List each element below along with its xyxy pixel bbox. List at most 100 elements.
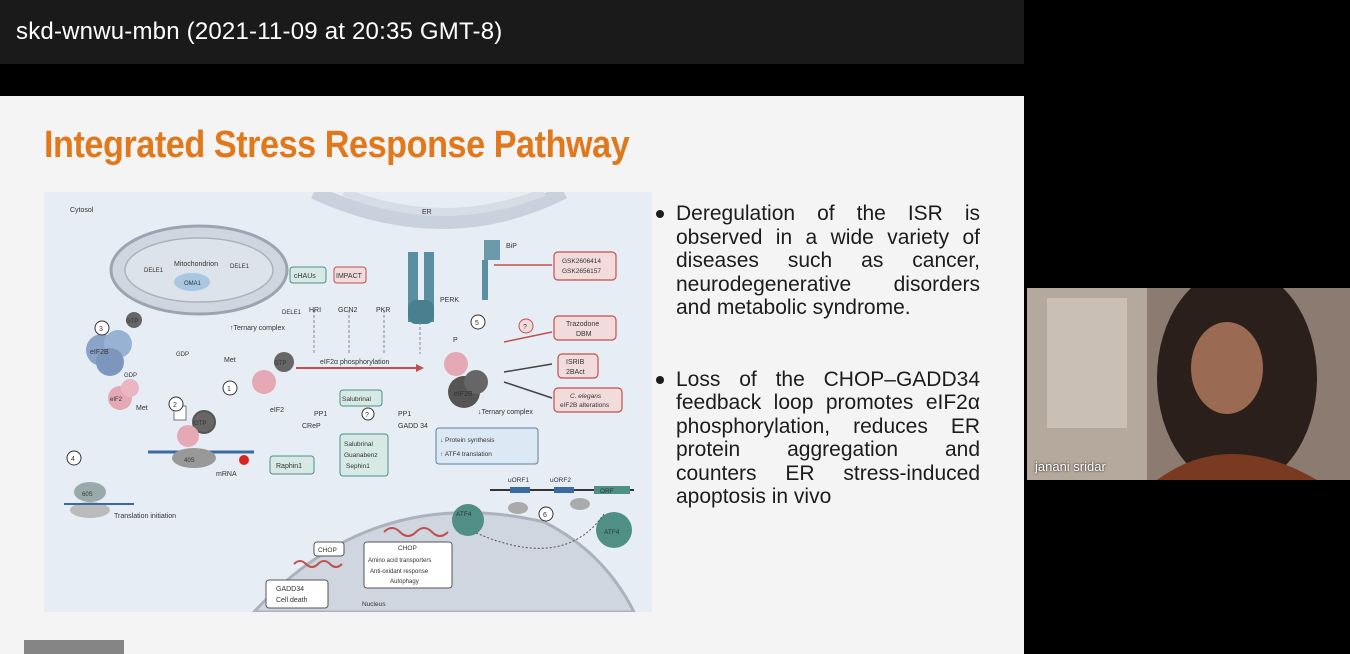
label-crep: CReP bbox=[302, 423, 321, 430]
label-gsk2: GSK2656157 bbox=[562, 268, 601, 275]
label-orf: ORF bbox=[600, 488, 614, 495]
celegans-box bbox=[553, 387, 623, 413]
label-eif2-mid: eIF2 bbox=[270, 407, 284, 414]
shared-slide: Integrated Stress Response Pathway bbox=[0, 96, 1024, 654]
label-ternary-down: ↓Ternary complex bbox=[478, 409, 533, 416]
gtp-top bbox=[126, 312, 142, 328]
label-isrib: ISRIB bbox=[566, 359, 585, 366]
slide-footer-bar bbox=[24, 640, 124, 654]
label-gdp-2: GDP bbox=[176, 352, 189, 358]
label-pp1-b: PP1 bbox=[398, 411, 411, 418]
label-gcn2: GCN2 bbox=[338, 307, 358, 314]
label-transl-init: Translation initiation bbox=[114, 513, 176, 520]
label-met-2: Met bbox=[136, 405, 148, 412]
label-cytosol: Cytosol bbox=[70, 207, 94, 214]
label-gadd34: GADD34 bbox=[276, 586, 304, 593]
bullet-item: Deregulation of the ISR is observed in a… bbox=[656, 202, 980, 320]
label-atf4-b: ATF4 bbox=[604, 529, 620, 536]
label-chaus: cHAUs bbox=[294, 273, 316, 280]
bullet-text: Deregulation of the ISR is observed in a… bbox=[676, 202, 980, 319]
label-mitochondrion: Mitochondrion bbox=[174, 261, 218, 268]
participant-video-tile[interactable]: janani sridar bbox=[1027, 288, 1350, 480]
label-step-6: 6 bbox=[543, 512, 547, 519]
label-mrna: mRNA bbox=[216, 471, 237, 478]
oma1-shape bbox=[174, 273, 210, 291]
label-gsk: GSK2606414 bbox=[562, 258, 601, 265]
label-2bact: 2BAct bbox=[566, 369, 585, 376]
label-chop-b: CHOP bbox=[398, 545, 417, 552]
label-amino: Amino acid transporters bbox=[368, 558, 431, 564]
protein-synthesis-box bbox=[435, 427, 539, 465]
label-gtp-top: GTP bbox=[126, 319, 138, 325]
label-met-1: Met bbox=[224, 357, 236, 364]
impact-box bbox=[333, 266, 367, 284]
label-pkr: PKR bbox=[376, 307, 390, 314]
label-60s: 60S bbox=[82, 492, 93, 498]
raphin-box bbox=[269, 455, 315, 475]
bip-shape bbox=[484, 240, 500, 260]
label-trazodone: Trazodone bbox=[566, 321, 599, 328]
label-dele1-b: DELE1 bbox=[230, 264, 250, 270]
label-autophagy: Autophagy bbox=[390, 579, 419, 585]
label-oma1: OMA1 bbox=[184, 281, 202, 287]
label-eif2b-left: eIF2B bbox=[90, 349, 109, 356]
label-step-5: 5 bbox=[475, 320, 479, 327]
isr-pathway-diagram: Cytosol ER Mitochondrion DELE1 DELE1 DEL… bbox=[44, 192, 652, 612]
label-antiox: Anti-oxidant response bbox=[370, 569, 429, 575]
label-eif2b-alt: eIF2B alterations bbox=[560, 402, 610, 409]
er-membrane bbox=[311, 192, 568, 229]
label-gtp-low: GTP bbox=[194, 421, 206, 427]
label-step-3: 3 bbox=[99, 326, 103, 333]
label-40s: 40S bbox=[184, 458, 195, 464]
label-question-2: ? bbox=[365, 412, 369, 419]
pathway-svg: Cytosol ER Mitochondrion DELE1 DELE1 DEL… bbox=[64, 192, 636, 612]
slide-title: Integrated Stress Response Pathway bbox=[44, 124, 630, 166]
label-raphin: Raphin1 bbox=[276, 463, 302, 470]
label-question-1: ? bbox=[523, 324, 527, 331]
label-ternary-up: ↑Ternary complex bbox=[230, 325, 285, 332]
label-hri: HRI bbox=[309, 307, 321, 314]
meeting-title-bar: skd-wnwu-mbn (2021-11-09 at 20:35 GMT-8) bbox=[0, 0, 1024, 64]
salubrinal-group-box bbox=[339, 433, 389, 477]
participant-video bbox=[1027, 288, 1350, 480]
label-atf4-a: ATF4 bbox=[456, 511, 472, 518]
label-chop-a: CHOP bbox=[318, 547, 337, 554]
label-step-2: 2 bbox=[173, 402, 177, 409]
label-uorf2: uORF2 bbox=[550, 477, 571, 484]
label-eif2-left: eIF2 bbox=[110, 397, 123, 403]
bullet-dot-icon bbox=[656, 210, 664, 218]
label-uorf1: uORF1 bbox=[508, 477, 529, 484]
isrib-box bbox=[557, 353, 599, 379]
label-pp1-a: PP1 bbox=[314, 411, 327, 418]
label-dele1-c: DELE1 bbox=[282, 310, 302, 316]
gadd34-box bbox=[265, 579, 329, 609]
label-dbm: DBM bbox=[576, 331, 592, 338]
label-atf4-trans: ↑ ATF4 translation bbox=[440, 451, 492, 458]
meeting-title: skd-wnwu-mbn (2021-11-09 at 20:35 GMT-8) bbox=[16, 18, 503, 45]
chop-target-box bbox=[363, 541, 453, 589]
label-salubrinal: Salubrinal bbox=[342, 396, 371, 403]
label-dele1-a: DELE1 bbox=[144, 268, 164, 274]
label-er: ER bbox=[422, 209, 432, 216]
label-phospho-p: P bbox=[453, 337, 458, 344]
label-eif2a-phos: eIF2α phosphorylation bbox=[320, 359, 390, 366]
label-celegans: C. elegans bbox=[570, 393, 602, 400]
bullet-item: Loss of the CHOP–GADD34 feedback loop pr… bbox=[656, 368, 980, 509]
label-nucleus: Nucleus bbox=[362, 601, 386, 608]
perk-receptor bbox=[408, 252, 418, 322]
label-gadd: GADD 34 bbox=[398, 423, 428, 430]
label-guanabenz: Guanabenz bbox=[344, 452, 378, 459]
label-eif2b-right: eIF2B bbox=[454, 391, 473, 398]
label-celldeath: Cell death bbox=[276, 597, 308, 604]
participant-name: janani sridar bbox=[1035, 459, 1106, 474]
label-step-1: 1 bbox=[227, 386, 231, 393]
label-perk: PERK bbox=[440, 297, 459, 304]
label-bip: BiP bbox=[506, 243, 517, 250]
bullet-list: Deregulation of the ISR is observed in a… bbox=[656, 202, 980, 509]
salubrinal-box bbox=[339, 389, 383, 407]
label-impact: IMPACT bbox=[336, 273, 363, 280]
label-step-4: 4 bbox=[71, 456, 75, 463]
label-sephin: Sephin1 bbox=[346, 463, 370, 470]
label-salubrinal-2: Salubrinal bbox=[344, 441, 373, 448]
trazodone-box bbox=[553, 315, 617, 341]
